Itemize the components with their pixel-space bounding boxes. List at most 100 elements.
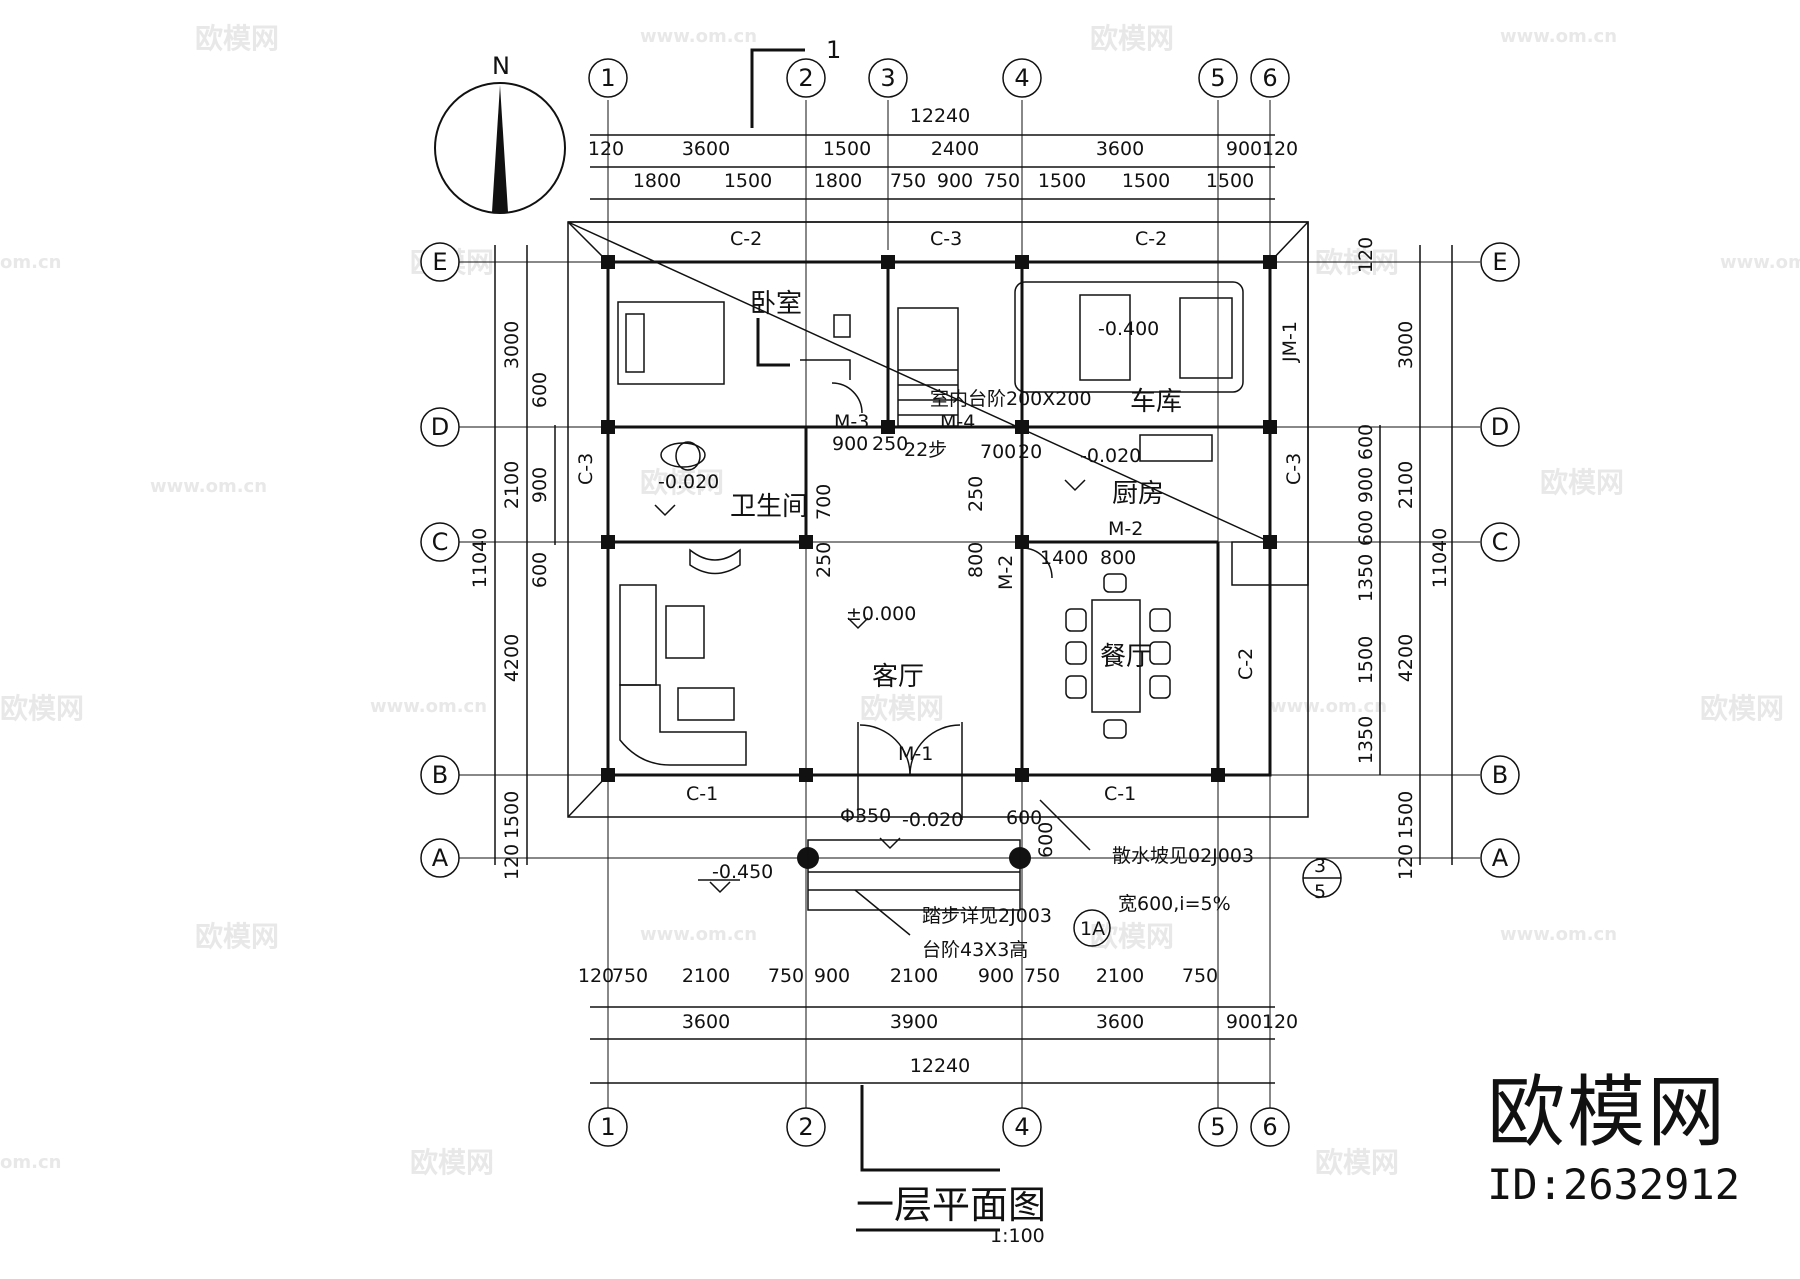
dim-bottom-total: 12240 (910, 1055, 970, 1077)
axis-label: C (432, 528, 449, 556)
axis-label: 6 (1262, 64, 1277, 92)
door-label: M-2 (995, 555, 1017, 590)
coffee-table-icon (665, 605, 705, 659)
axis-label: 6 (1262, 1113, 1277, 1141)
dim-top-mid: 3600 (1096, 138, 1144, 160)
dim-right: 3000 (1395, 321, 1417, 369)
room-kitchen: 厨房 (1112, 479, 1164, 509)
axis-label: 5 (1210, 64, 1225, 92)
watermark-url: www.om.cn (640, 924, 757, 945)
watermark-url: www.om.cn (640, 26, 757, 47)
dim-top-detail: 900 (937, 170, 973, 192)
dim-right: 2100 (1395, 461, 1417, 509)
door-label: M-2 (1108, 518, 1143, 540)
dim-top-mid: 2400 (931, 138, 979, 160)
toilet-icon (675, 441, 701, 471)
roof-outline (567, 221, 1309, 818)
dim-left-total: 11040 (469, 528, 491, 588)
window-label: C-2 (1135, 228, 1167, 250)
entry-steps-icon (807, 839, 1021, 911)
car-icon (1014, 281, 1244, 393)
door-label: M-3 (834, 411, 869, 433)
section-number: 1 (826, 36, 841, 64)
axis-label: B (1492, 761, 1508, 789)
window-label: C-1 (1104, 783, 1136, 805)
section-mark: 1 (750, 36, 841, 128)
brand-logo: 欧模网 (1487, 1068, 1728, 1158)
dim-right-inner: 600 (1355, 424, 1377, 460)
brand-mark: 欧模网 ID:2632912 (1487, 1074, 1740, 1209)
armchair-icon (689, 548, 741, 575)
watermark-text: 欧模网 (1700, 692, 1784, 725)
note-dim: 250 (872, 433, 908, 455)
dim-right: 120 (1395, 844, 1417, 880)
room-dining: 餐厅 (1100, 642, 1152, 672)
axis-label: 2 (798, 64, 813, 92)
window-label: C-1 (686, 783, 718, 805)
door-label: M-4 (940, 411, 975, 433)
dim-right: 4200 (1395, 634, 1417, 682)
window-label: C-3 (575, 453, 597, 485)
watermark-text: 欧模网 (195, 22, 279, 55)
axis-bubbles (420, 58, 1520, 1147)
door-label: M-1 (898, 743, 933, 765)
scale: 1:100 (990, 1225, 1045, 1247)
window-label: C-3 (1283, 453, 1305, 485)
level-garage: -0.400 (1098, 318, 1159, 340)
note-detail-5: 5 (1314, 881, 1326, 903)
dim-bottom-detail: 900 (978, 965, 1014, 987)
room-bedroom: 卧室 (750, 289, 802, 319)
stair-icon (897, 307, 959, 427)
watermark-url: www.om.cn (1270, 696, 1387, 717)
opening-labels: C-2 C-3 C-2 C-1 C-1 C-3 C-3 C-2 M-1 M-2 … (575, 228, 1305, 805)
level-outside: -0.450 (712, 861, 773, 883)
watermark-url: om.cn (0, 252, 61, 273)
dim-left: 4200 (501, 634, 523, 682)
watermark-url: www.om.cn (1500, 924, 1617, 945)
watermark-url: www.om.cn (1720, 252, 1800, 273)
note-dim: 700 (980, 441, 1016, 463)
watermark-url: www.om.cn (150, 476, 267, 497)
watermark-url: om.cn (0, 1152, 61, 1173)
dim-bottom-mid: 3900 (890, 1011, 938, 1033)
dim-right-inner: 600 (1355, 510, 1377, 546)
dim-left: 1500 (501, 791, 523, 839)
dim-top-detail: 1500 (724, 170, 772, 192)
note-detail-3: 3 (1314, 855, 1326, 877)
watermark-text: 欧模网 (1540, 466, 1624, 499)
dim-top-detail: 1500 (1206, 170, 1254, 192)
room-garage: 车库 (1130, 387, 1182, 417)
axis-label: 1 (600, 64, 615, 92)
dim-bottom-mid: 3600 (682, 1011, 730, 1033)
room-living: 客厅 (872, 662, 924, 692)
door-swing-icon (859, 724, 911, 776)
watermark-text: 欧模网 (1090, 920, 1174, 953)
dimension-texts: 12240 120 3600 1500 2400 3600 900 120 18… (578, 105, 1298, 1077)
north-label: N (492, 52, 510, 80)
dim-right: 1500 (1395, 791, 1417, 839)
dim-right-inner: 120 (1355, 237, 1377, 273)
north-arrow: N (434, 52, 566, 214)
dim-left: 3000 (501, 321, 523, 369)
title: 一层平面图 (856, 1183, 1046, 1227)
dim-top-detail: 750 (984, 170, 1020, 192)
annotations: -0.400 -0.020 -0.020 ±0.000 -0.020 -0.45… (658, 318, 1326, 961)
sofa-icon (619, 584, 657, 686)
walls (606, 260, 1272, 777)
axis-label: 4 (1014, 1113, 1029, 1141)
note-steps-detail: 踏步详见2J003 (922, 905, 1052, 927)
window-label: C-3 (930, 228, 962, 250)
dim-top-mid: 120 (588, 138, 624, 160)
note-steps-size: 台阶43X3高 (922, 939, 1028, 961)
axis-label: 2 (798, 1113, 813, 1141)
dim-top-detail: 1800 (633, 170, 681, 192)
furniture (617, 281, 1342, 947)
axis-label: D (1491, 413, 1509, 441)
watermark-text: 欧模网 (195, 920, 279, 953)
nightstand-icon (833, 314, 851, 338)
dim-bottom-detail: 750 (1182, 965, 1218, 987)
dim-bottom-detail: 900 (814, 965, 850, 987)
note-detail-1a: 1A (1080, 918, 1105, 940)
watermark-text: 欧模网 (860, 692, 944, 725)
dim-bottom-detail: 750 (1024, 965, 1060, 987)
